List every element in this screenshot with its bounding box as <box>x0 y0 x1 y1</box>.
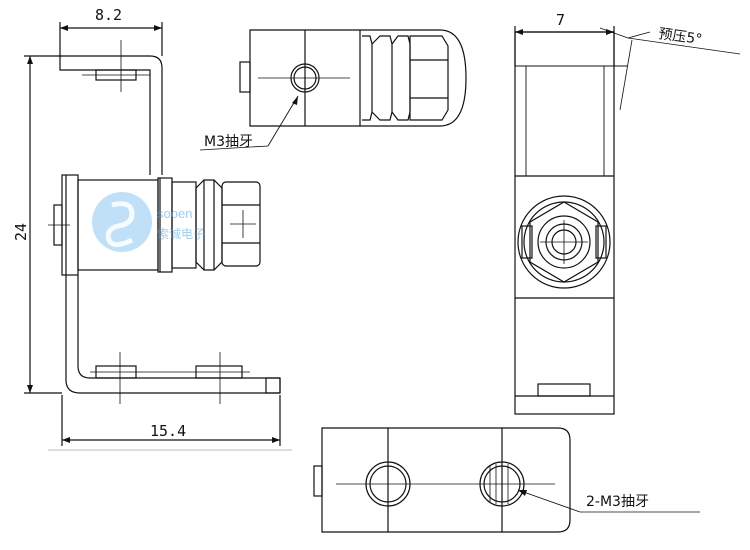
preload-label: 预压5° <box>657 26 703 48</box>
top-middle-view <box>199 29 467 151</box>
thread-label-double: 2-M3抽牙 <box>586 494 649 510</box>
dim-bottom-width: 15.4 <box>150 422 186 440</box>
bottom-view <box>313 427 700 533</box>
dim-height: 24 <box>12 223 30 241</box>
watermark-brand-en: sooen <box>157 206 192 221</box>
sooen-watermark: sooen 索诚电子 <box>92 192 205 252</box>
dim-side-width: 7 <box>556 11 565 29</box>
watermark-brand-cn: 索诚电子 <box>157 227 205 241</box>
dim-top-width: 8.2 <box>95 6 122 24</box>
thread-label-single: M3抽牙 <box>204 134 253 150</box>
left-view <box>24 22 292 451</box>
right-view <box>514 26 741 415</box>
